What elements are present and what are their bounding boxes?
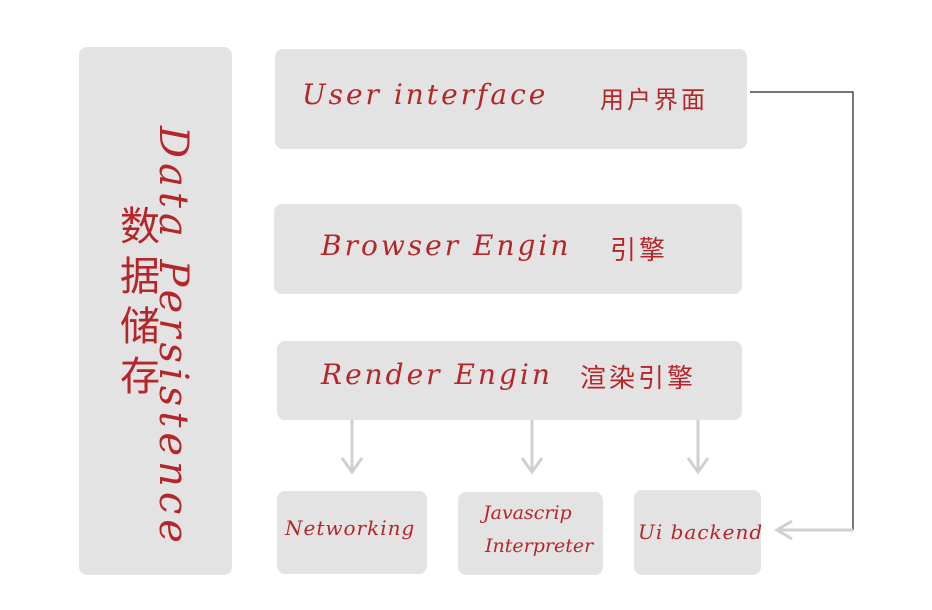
user-interface-label-zh: 用户界面: [600, 86, 708, 114]
ui-to-backend-connector: [750, 91, 854, 541]
data-persistence-label-zh: 数据储存: [113, 205, 159, 405]
js-interpreter-label-line2: Interpreter: [485, 535, 594, 557]
user-interface-box: [275, 49, 747, 149]
data-persistence-box: [79, 47, 232, 575]
ui-backend-box: [634, 490, 761, 575]
render-engine-label-zh: 渲染引擎: [580, 364, 697, 394]
arrow-to-ui-backend: [686, 420, 710, 475]
render-engine-box: [277, 341, 742, 420]
arrow-to-js-interpreter: [520, 420, 544, 475]
ui-backend-label: Ui backend: [638, 520, 764, 544]
browser-engine-box: [274, 204, 742, 294]
data-persistence-label: Data Persistence: [150, 126, 196, 548]
browser-engine-label: Browser Engin: [321, 229, 572, 262]
render-engine-label: Render Engin: [321, 358, 553, 391]
networking-box: [277, 491, 427, 574]
arrow-to-networking: [340, 420, 364, 475]
browser-engine-label-zh: 引擎: [610, 236, 669, 266]
networking-label: Networking: [285, 516, 416, 540]
js-interpreter-box: [458, 492, 603, 575]
user-interface-label: User interface: [302, 78, 549, 111]
js-interpreter-label-line1: Javascrip: [483, 502, 572, 524]
